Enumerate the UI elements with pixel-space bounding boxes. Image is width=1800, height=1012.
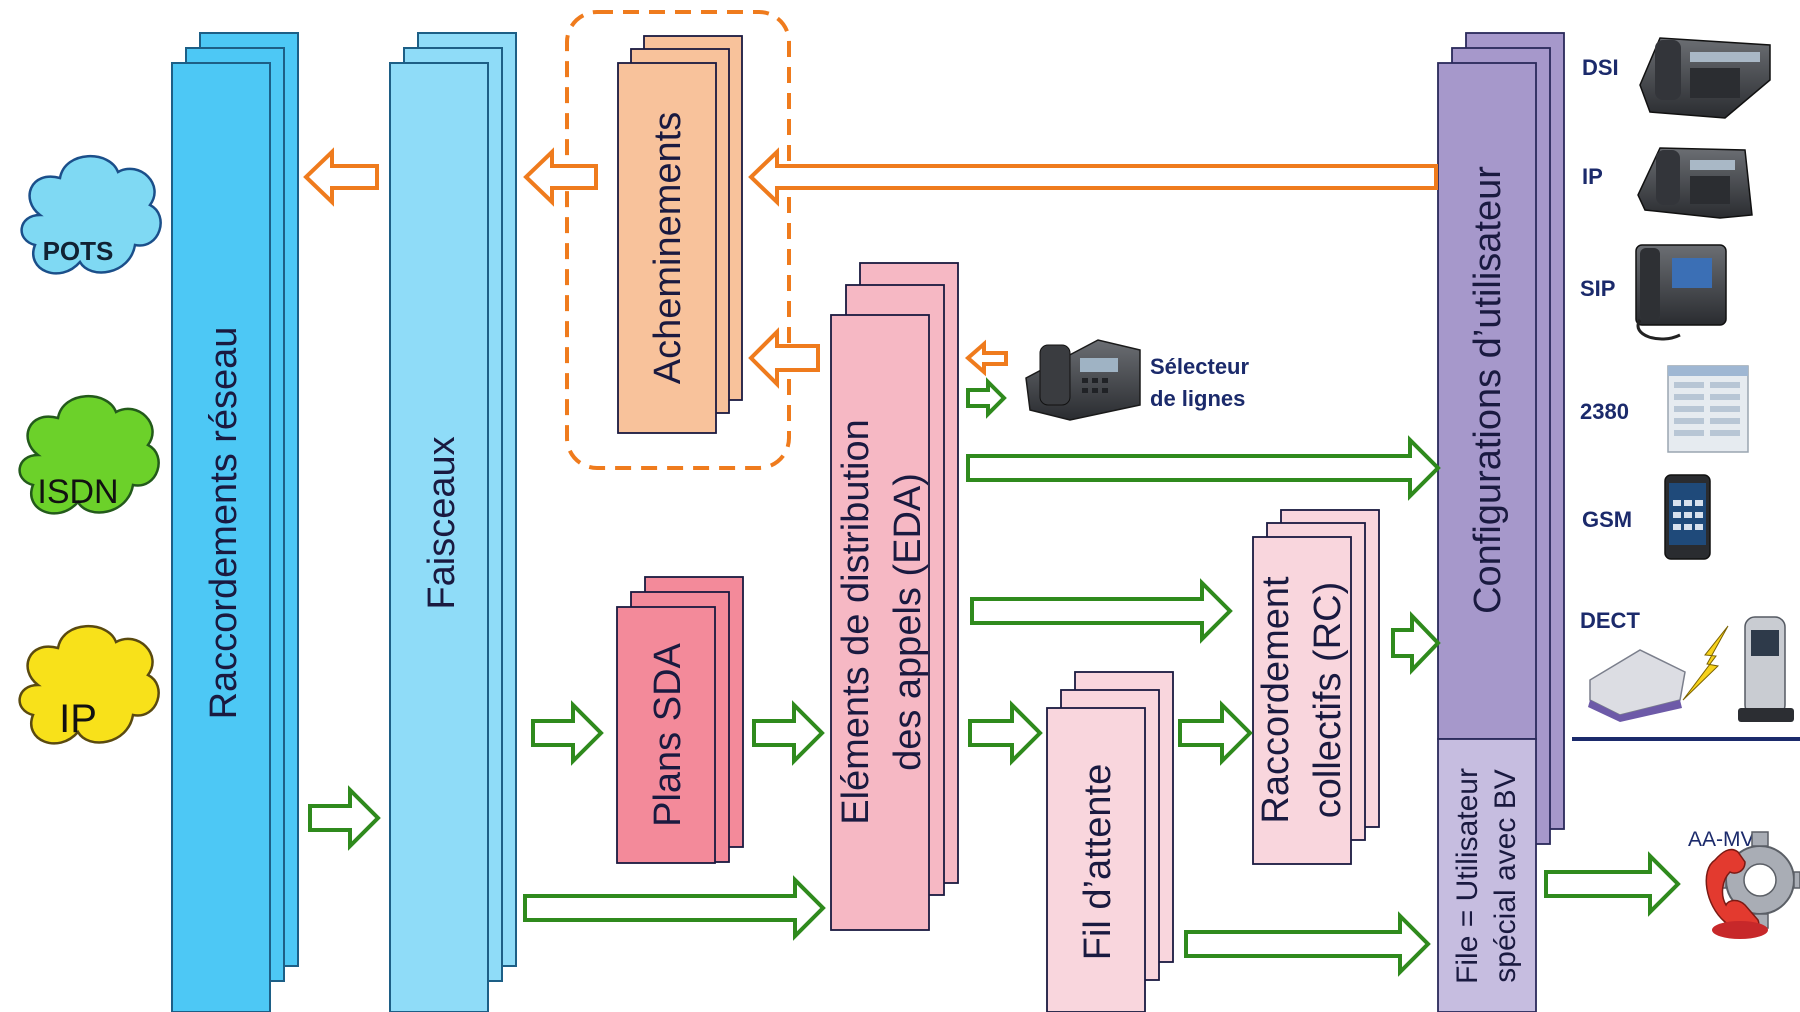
device-sip-label: SIP xyxy=(1580,276,1615,301)
file-label-line1: File = Utilisateur xyxy=(1451,768,1484,984)
raccordements-reseau-block: Raccordements réseau xyxy=(171,32,299,1012)
selecteur-label-line1: Sélecteur xyxy=(1150,354,1249,379)
green-arrow-eda-to-rc xyxy=(970,578,1233,644)
acheminements-block: Acheminements xyxy=(617,35,743,434)
isdn-cloud: ISDN xyxy=(18,395,160,515)
plans-sda-label: Plans SDA xyxy=(647,642,689,826)
config-utilisateur-label: Configurations d’utilisateur xyxy=(1467,166,1509,614)
pots-cloud: POTS xyxy=(20,155,162,275)
lightning-icon xyxy=(1682,625,1729,701)
file-utilisateur-block: File = Utilisateur spécial avec BV xyxy=(1437,738,1537,1012)
device-dect-label: DECT xyxy=(1580,608,1640,633)
pots-label: POTS xyxy=(43,236,114,266)
orange-arrow-to-selecteur xyxy=(964,339,1008,377)
green-arrow-file-to-aamv xyxy=(1544,851,1681,917)
eda-label-line2: des appels (EDA) xyxy=(887,473,929,771)
dsi-phone-icon xyxy=(1639,37,1771,119)
dect-handset-icon xyxy=(1738,616,1794,722)
device-aamv-label: AA-MV xyxy=(1688,828,1755,851)
eda-label-line1: Eléments de distribution xyxy=(835,419,877,825)
faisceaux-label: Faisceaux xyxy=(421,436,463,609)
config-utilisateur-block: Configurations d’utilisateur xyxy=(1437,32,1565,845)
ip-phone-icon xyxy=(1637,147,1753,219)
faisceaux-block: Faisceaux xyxy=(389,32,517,1012)
aamv-handset-icon xyxy=(1705,848,1768,939)
rc-label-line2: collectifs (RC) xyxy=(1307,582,1349,818)
fil-attente-label: Fil d’attente xyxy=(1077,764,1119,960)
green-arrow-fil-attente-to-rc xyxy=(1178,700,1253,766)
green-arrow-eda-to-fil-attente xyxy=(968,700,1043,766)
rc-label-line1: Raccordement xyxy=(1255,576,1297,824)
acheminements-dashed-frame xyxy=(565,10,791,470)
green-arrow-rc-to-config xyxy=(1391,611,1441,675)
green-arrow-raccordements-to-faisceaux xyxy=(308,785,381,851)
file-label-line2: spécial avec BV xyxy=(1489,769,1522,982)
raccordements-label: Raccordements réseau xyxy=(203,327,245,720)
device-dsi-label: DSI xyxy=(1582,55,1619,80)
ip-cloud: IP xyxy=(18,625,160,745)
green-arrow-plans-sda-to-eda xyxy=(752,700,825,766)
green-arrow-eda-to-config xyxy=(966,435,1441,501)
orange-arrow-eda-to-acheminements xyxy=(748,327,820,389)
orange-arrow-config-to-acheminements xyxy=(748,147,1438,207)
device-ip-label: IP xyxy=(1582,164,1603,189)
eda-block: Eléments de distribution des appels (EDA… xyxy=(830,262,959,931)
green-arrow-faisceaux-to-plans-sda xyxy=(531,700,604,766)
orange-arrow-to-raccordements xyxy=(303,147,379,207)
isdn-label: ISDN xyxy=(37,473,118,511)
gsm-phone-icon xyxy=(1664,474,1711,560)
device-2380-label: 2380 xyxy=(1580,399,1629,424)
device-gsm-label: GSM xyxy=(1582,507,1632,532)
ip-cloud-label: IP xyxy=(59,697,97,741)
selecteur-phone-icon xyxy=(1025,339,1141,421)
dect-base-icon xyxy=(1588,649,1686,722)
sip-phone-icon xyxy=(1635,244,1727,341)
green-arrow-eda-to-selecteur xyxy=(966,377,1007,419)
green-arrow-faisceaux-to-eda xyxy=(523,875,826,941)
green-arrow-fil-attente-to-file xyxy=(1184,911,1431,977)
2380-console-icon xyxy=(1667,365,1749,453)
fil-attente-block: Fil d’attente xyxy=(1046,671,1174,1012)
plans-sda-block: Plans SDA xyxy=(616,576,744,864)
orange-arrow-to-faisceaux xyxy=(523,147,598,207)
rc-block: Raccordement collectifs (RC) xyxy=(1252,509,1380,865)
selecteur-label-line2: de lignes xyxy=(1150,386,1245,411)
acheminements-label: Acheminements xyxy=(647,112,689,384)
